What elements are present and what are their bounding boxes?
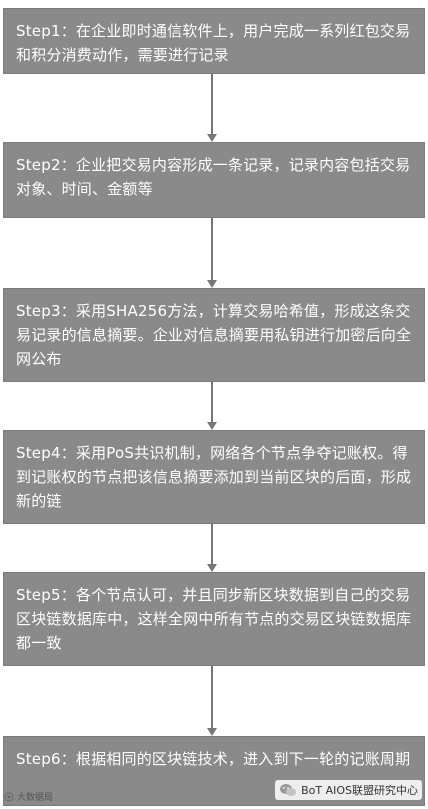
step-2-text: Step2：企业把交易内容形成一条记录，记录内容包括交易对象、时间、金额等 — [16, 156, 411, 198]
arrow-3-4 — [207, 382, 217, 430]
watermark-left: 大数据局 — [4, 790, 53, 803]
watermark-left-text: 大数据局 — [17, 793, 54, 803]
arrow-4-5 — [207, 524, 217, 572]
arrow-5-6 — [207, 666, 217, 736]
step-6-box: Step6：根据相同的区块链技术，进入到下一轮的记账周期 — [3, 736, 425, 806]
step-6-text: Step6：根据相同的区块链技术，进入到下一轮的记账周期 — [16, 750, 411, 768]
step-4-text: Step4：采用PoS共识机制，网络各个节点争夺记账权。得到记账权的节点把该信息… — [16, 444, 412, 510]
step-2-box: Step2：企业把交易内容形成一条记录，记录内容包括交易对象、时间、金额等 — [3, 142, 425, 218]
arrow-2-3 — [207, 218, 217, 288]
step-3-text: Step3：采用SHA256方法，计算交易哈希值，形成这条交易记录的信息摘要。企… — [16, 302, 412, 368]
arrow-1-2 — [207, 74, 217, 142]
step-4-box: Step4：采用PoS共识机制，网络各个节点争夺记账权。得到记账权的节点把该信息… — [3, 430, 425, 524]
step-5-text: Step5：各个节点认可，并且同步新区块数据到自己的交易区块链数据库中，这样全网… — [16, 586, 412, 652]
watermark-right-text: BoT AIOS联盟研究中心 — [301, 784, 418, 797]
watermark-right: BoT AIOS联盟研究中心 — [275, 780, 422, 800]
step-1-text: Step1：在企业即时通信软件上，用户完成一系列红包交易和积分消费动作，需要进行… — [16, 22, 411, 64]
data-logo-icon — [4, 792, 14, 801]
step-5-box: Step5：各个节点认可，并且同步新区块数据到自己的交易区块链数据库中，这样全网… — [3, 572, 425, 666]
step-1-box: Step1：在企业即时通信软件上，用户完成一系列红包交易和积分消费动作，需要进行… — [3, 8, 425, 74]
wechat-icon — [280, 784, 297, 796]
step-3-box: Step3：采用SHA256方法，计算交易哈希值，形成这条交易记录的信息摘要。企… — [3, 288, 425, 382]
